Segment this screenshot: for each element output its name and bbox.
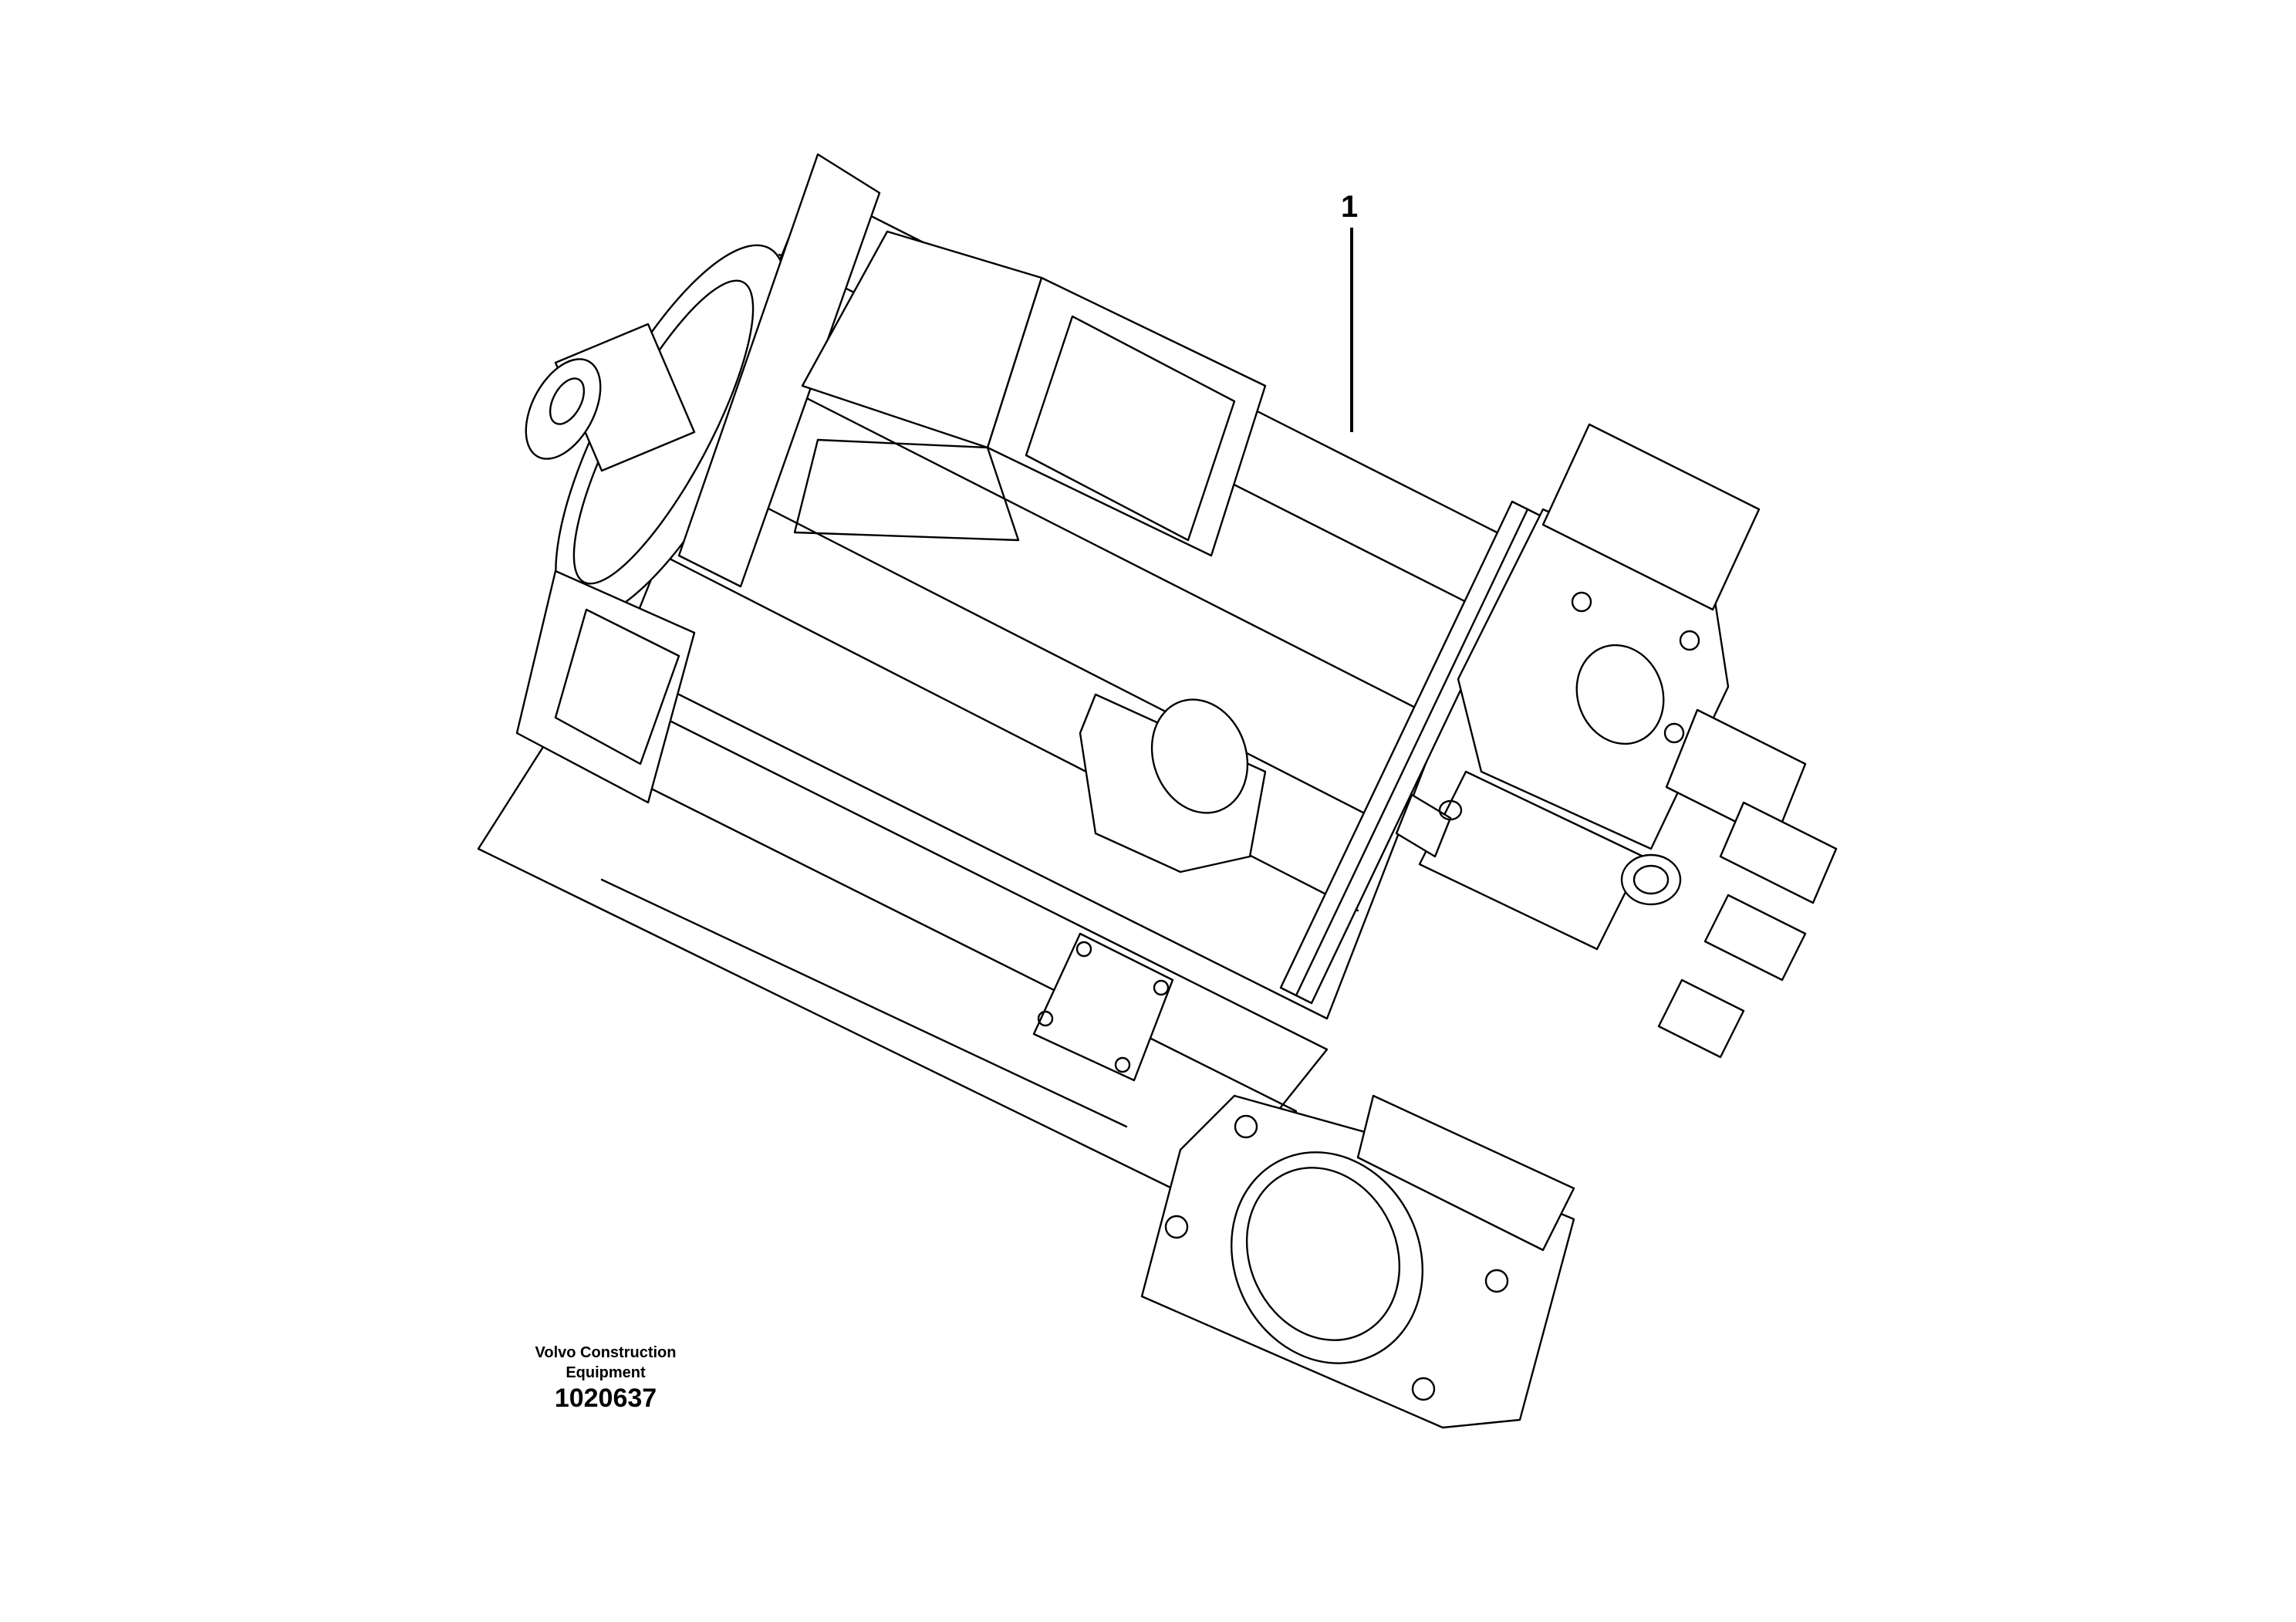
auxiliary-pump: [515, 569, 696, 804]
pilot-manifold: [1395, 770, 1682, 951]
inspection-cover: [1032, 932, 1174, 1082]
adjuster-pistons: [1657, 708, 1838, 1059]
outlet-flange: [1140, 1094, 1575, 1429]
housing-band: [1279, 500, 1545, 1005]
callout-label-1: 1: [1341, 190, 1359, 224]
manufacturer-line-1: Volvo Construction: [535, 1344, 677, 1361]
manufacturer-name: Volvo Construction Equipment: [494, 1343, 718, 1383]
drawing-number: 1020637: [554, 1384, 657, 1413]
control-valve-block: [1457, 423, 1761, 850]
side-port-boss: [1079, 693, 1267, 874]
upper-port-block: [793, 230, 1267, 557]
lower-housing: [477, 678, 1329, 1205]
manufacturer-line-2: Equipment: [566, 1364, 646, 1381]
drive-shaft: [525, 323, 696, 472]
